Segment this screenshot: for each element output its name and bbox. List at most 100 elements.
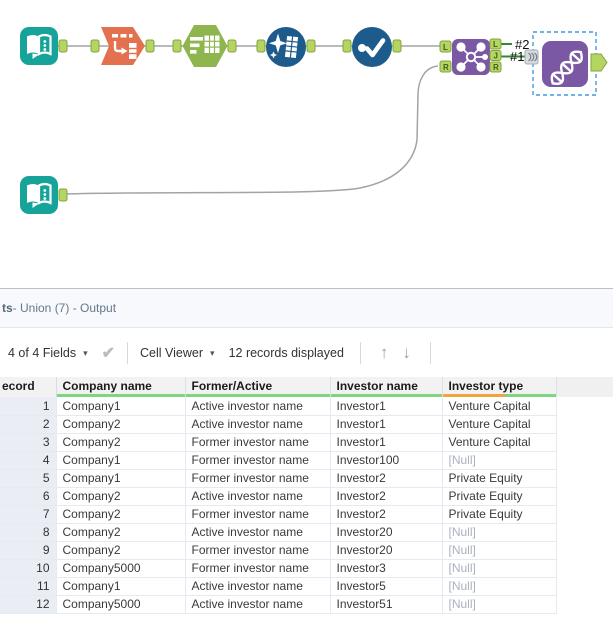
data-cell[interactable]: Investor3 [329,559,443,578]
record-number-cell[interactable]: 3 [0,433,57,452]
data-cell[interactable]: Former investor name [184,505,331,524]
data-cell[interactable]: Active investor name [184,595,331,614]
output-anchor[interactable] [145,39,155,53]
data-cell[interactable]: Company2 [55,433,186,452]
data-cell[interactable]: Investor100 [329,451,443,470]
input-anchor[interactable] [342,39,352,53]
data-cell[interactable]: Investor1 [329,397,443,416]
output-anchor[interactable] [392,39,402,53]
data-cell[interactable]: Active investor name [184,397,331,416]
data-cell[interactable]: Venture Capital [441,397,557,416]
data-cell[interactable]: Former investor name [184,469,331,488]
panel-splitter[interactable] [0,288,613,289]
data-cell[interactable]: Investor51 [329,595,443,614]
column-header[interactable]: ecord [0,377,57,397]
data-cell[interactable]: Investor5 [329,577,443,596]
input-anchor-left[interactable] [439,40,452,53]
record-number-cell[interactable]: 2 [0,415,57,434]
data-cell[interactable]: Investor2 [329,469,443,488]
record-number-cell[interactable]: 12 [0,595,57,614]
record-number-cell[interactable]: 5 [0,469,57,488]
data-cell[interactable]: Company2 [55,487,186,506]
data-cell[interactable]: Company1 [55,577,186,596]
output-anchor[interactable] [590,53,608,72]
record-number-cell[interactable]: 1 [0,397,57,416]
output-anchor[interactable] [58,39,68,53]
record-number-cell[interactable]: 7 [0,505,57,524]
data-cell[interactable]: Active investor name [184,523,331,542]
macro-input-anchor[interactable] [524,49,539,65]
data-cell[interactable]: Active investor name [184,577,331,596]
input-anchor-right[interactable] [439,60,452,73]
input-anchor[interactable] [90,39,100,53]
output-anchor[interactable] [227,39,237,53]
data-cell[interactable]: [Null] [441,595,557,614]
data-cell[interactable]: Active investor name [184,487,331,506]
record-number-cell[interactable]: 9 [0,541,57,560]
column-header[interactable]: Company name [56,377,186,397]
tool-data-cleansing[interactable] [256,27,316,67]
tool-input-data-1[interactable] [20,27,68,65]
data-cell[interactable]: Investor1 [329,433,443,452]
input-anchor[interactable] [172,39,182,53]
tool-macro-dna[interactable] [524,31,608,96]
down-arrow-button[interactable]: ↓ [402,343,411,362]
data-cell[interactable]: Company5000 [55,559,186,578]
record-number-cell[interactable]: 8 [0,523,57,542]
apply-check-icon[interactable]: ✔ [101,345,116,362]
tool-input-data-2[interactable] [20,176,68,214]
data-cell[interactable]: Investor1 [329,415,443,434]
data-cell[interactable]: Private Equity [441,469,557,488]
output-anchor-J[interactable] [489,50,502,61]
input-anchor[interactable] [256,39,266,53]
output-anchor-R[interactable] [489,61,502,73]
data-cell[interactable]: Investor20 [329,541,443,560]
data-cell[interactable]: [Null] [441,559,557,578]
tool-summarize[interactable] [172,25,237,67]
output-anchor[interactable] [306,39,316,53]
data-cell[interactable]: Investor20 [329,523,443,542]
data-cell[interactable]: Company1 [55,451,186,470]
record-number-cell[interactable]: 4 [0,451,57,470]
data-cell[interactable]: Company2 [55,415,186,434]
data-cell[interactable]: Active investor name [184,415,331,434]
data-cell[interactable]: [Null] [441,451,557,470]
data-cell[interactable]: Company5000 [55,595,186,614]
record-number-cell[interactable]: 6 [0,487,57,506]
tool-arrow-transform[interactable] [90,27,155,65]
data-cell[interactable]: Private Equity [441,505,557,524]
up-arrow-button[interactable]: ↑ [379,343,389,362]
connection-wire-curved[interactable] [62,65,439,195]
output-anchor-L[interactable] [489,38,502,50]
output-anchor[interactable] [58,188,68,202]
data-cell[interactable]: Investor2 [329,505,443,524]
data-cell[interactable]: Company2 [55,541,186,560]
record-number-cell[interactable]: 11 [0,577,57,596]
data-cell[interactable]: Former investor name [184,559,331,578]
column-header[interactable]: Investor type [442,377,557,397]
data-cell[interactable]: [Null] [441,523,557,542]
column-header[interactable]: Investor name [330,377,443,397]
data-cell[interactable]: Former investor name [184,451,331,470]
column-header[interactable]: Former/Active [185,377,331,397]
tool-unique[interactable] [342,27,402,67]
cell-viewer-dropdown[interactable]: Cell Viewer ▾ [140,346,215,360]
data-cell[interactable]: Company1 [55,469,186,488]
data-cell[interactable]: [Null] [441,577,557,596]
data-cell[interactable]: Company2 [55,523,186,542]
workflow-canvas[interactable]: #2 #1 [0,0,613,288]
data-cell[interactable]: Venture Capital [441,415,557,434]
data-cell[interactable]: [Null] [441,541,557,560]
